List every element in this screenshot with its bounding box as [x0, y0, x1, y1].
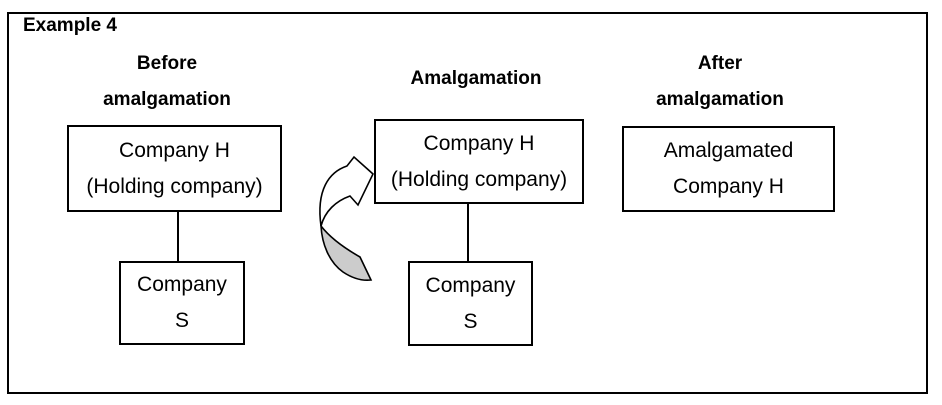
before-subsidiary-company-box: Company S — [119, 261, 245, 345]
heading-before-line1: Before — [136, 53, 198, 74]
before-parent-child-connector — [177, 211, 179, 262]
amalgamation-parent-child-connector — [467, 203, 469, 262]
heading-amalgamation-line1: Amalgamation — [410, 68, 542, 89]
amalgamation-holding-line2: (Holding company) — [390, 167, 568, 191]
before-subsidiary-line1: Company — [137, 273, 227, 296]
amalgamation-holding-company-box: Company H (Holding company) — [374, 119, 584, 204]
heading-after-line1: After — [697, 53, 743, 74]
heading-after-line2: amalgamation — [656, 89, 784, 110]
curved-merge-arrow-icon — [319, 155, 374, 281]
before-holding-company-line2: (Holding company) — [86, 174, 263, 198]
heading-amalgamation: Amalgamation — [366, 61, 586, 97]
heading-before-amalgamation: Before amalgamation — [57, 46, 277, 118]
before-holding-company-box: Company H (Holding company) — [67, 125, 282, 212]
before-holding-company-line1: Company H — [119, 138, 230, 162]
heading-after-amalgamation: After amalgamation — [610, 46, 830, 118]
example-title: Example 4 — [23, 15, 117, 36]
curved-merge-arrow-shaded-part — [320, 223, 373, 281]
before-subsidiary-line2: S — [174, 309, 189, 332]
curved-merge-arrow-head-part — [319, 155, 374, 227]
amalgamation-subsidiary-company-box: Company S — [408, 261, 533, 346]
heading-before-line2: amalgamation — [103, 89, 231, 110]
amalgamation-subsidiary-line1: Company — [425, 273, 516, 297]
after-amalgamated-line1: Amalgamated — [663, 139, 794, 162]
amalgamation-subsidiary-line2: S — [463, 309, 478, 333]
after-amalgamated-company-box: Amalgamated Company H — [622, 126, 835, 212]
after-amalgamated-line2: Company H — [673, 175, 784, 198]
amalgamation-holding-line1: Company H — [423, 131, 535, 155]
